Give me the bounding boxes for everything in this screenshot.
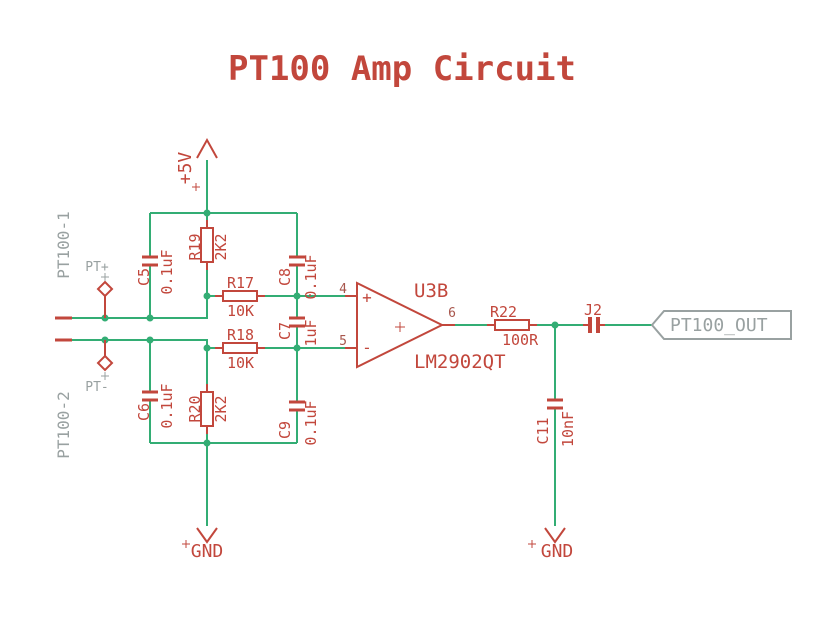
gnd-right-label: GND (541, 541, 574, 562)
capacitor-c11[interactable]: C11 10nF (534, 398, 577, 447)
gnd-left-label: GND (191, 541, 224, 562)
capacitor-value: 10nF (559, 411, 577, 447)
resistor-body (222, 290, 258, 302)
connector-pt100-1[interactable]: PT100-1 (54, 211, 73, 320)
connector-name: PT100-1 (54, 211, 73, 278)
resistor-r18[interactable]: R18 10K (215, 326, 265, 372)
vcc-arrow-icon (196, 137, 218, 159)
junction-dot (203, 209, 211, 217)
capacitor-c7[interactable]: C7 1uF (276, 316, 320, 347)
supply-vcc[interactable]: +5V (175, 137, 218, 191)
resistor-r17[interactable]: R17 10K (215, 274, 265, 320)
resistor-name: R20 (186, 395, 204, 422)
jumper-name: J2 (584, 301, 602, 319)
supply-gnd-right[interactable]: GND (528, 527, 574, 562)
testpoint-diamond-icon (96, 354, 114, 372)
testpoint-label: PT+ (85, 260, 109, 275)
capacitor-c6[interactable]: C6 0.1uF (135, 383, 176, 428)
capacitor-name: C7 (276, 322, 294, 340)
resistor-body (222, 342, 258, 354)
resistor-value: 2K2 (212, 395, 230, 422)
opamp-u3b[interactable]: + - 4 5 6 U3B LM2902QT (339, 280, 505, 373)
gnd-arrow-icon (544, 527, 566, 544)
resistor-value: 10K (227, 302, 254, 320)
capacitor-value: 0.1uF (302, 254, 320, 299)
resistor-body (494, 319, 530, 331)
testpoint-pt-plus[interactable]: PT+ (85, 260, 114, 318)
junction-dot (551, 321, 559, 329)
opamp-value: LM2902QT (414, 351, 506, 373)
junction-dot (146, 314, 154, 322)
capacitor-c5[interactable]: C5 0.1uF (135, 249, 176, 294)
connector-name: PT100-2 (54, 391, 73, 458)
resistor-r22[interactable]: R22 100R (487, 303, 539, 349)
capacitor-name: C6 (135, 403, 153, 421)
resistor-r19[interactable]: R19 2K2 (186, 220, 230, 270)
resistor-name: R22 (490, 303, 517, 321)
capacitor-c8[interactable]: C8 0.1uF (276, 254, 320, 299)
resistor-body (200, 227, 214, 263)
gnd-arrow-icon (196, 527, 218, 544)
capacitor-name: C8 (276, 268, 294, 286)
output-flag-pt100-out[interactable]: PT100_OUT (650, 310, 792, 340)
opamp-name: U3B (414, 280, 448, 302)
junction-dot (203, 344, 211, 352)
testpoint-pt-minus[interactable]: PT- (85, 340, 114, 395)
pin-number-out: 6 (448, 306, 456, 321)
resistor-name: R17 (227, 274, 254, 292)
opamp-minus-sign: - (362, 338, 372, 357)
flag-outline (650, 310, 792, 340)
resistor-value: 2K2 (212, 233, 230, 260)
resistor-value: 100R (502, 331, 539, 349)
net-pt-minus[interactable] (72, 339, 208, 384)
capacitor-name: C11 (534, 417, 552, 444)
opamp-plus-sign: + (362, 288, 372, 307)
capacitor-value: 0.1uF (158, 249, 176, 294)
capacitor-value: 0.1uF (302, 400, 320, 445)
nets[interactable] (72, 160, 652, 526)
junction-dot (293, 292, 301, 300)
resistor-r20[interactable]: R20 2K2 (186, 384, 230, 434)
jumper-j2[interactable]: J2 (583, 301, 605, 333)
pin-number-top: 4 (339, 282, 347, 297)
capacitor-value: 1uF (302, 319, 320, 346)
connector-pt100-2[interactable]: PT100-2 (54, 338, 73, 459)
net-pt-plus[interactable] (72, 270, 208, 319)
supply-gnd-left[interactable]: GND (182, 527, 224, 562)
resistor-value: 10K (227, 354, 254, 372)
testpoint-diamond-icon (96, 280, 114, 298)
capacitor-name: C9 (276, 421, 294, 439)
capacitor-name: C5 (135, 268, 153, 286)
vcc-label: +5V (175, 152, 196, 185)
capacitor-value: 0.1uF (158, 383, 176, 428)
resistor-body (200, 391, 214, 427)
testpoint-label: PT- (85, 380, 108, 395)
junction-dot (203, 292, 211, 300)
junction-dot (146, 336, 154, 344)
capacitor-c9[interactable]: C9 0.1uF (276, 400, 320, 445)
junction-dot (203, 439, 211, 447)
resistor-name: R18 (227, 326, 254, 344)
resistor-name: R19 (186, 233, 204, 260)
junction-dot (293, 344, 301, 352)
flag-label: PT100_OUT (670, 315, 768, 336)
pin-number-bottom: 5 (339, 334, 347, 349)
page-title: PT100 Amp Circuit (228, 49, 576, 89)
